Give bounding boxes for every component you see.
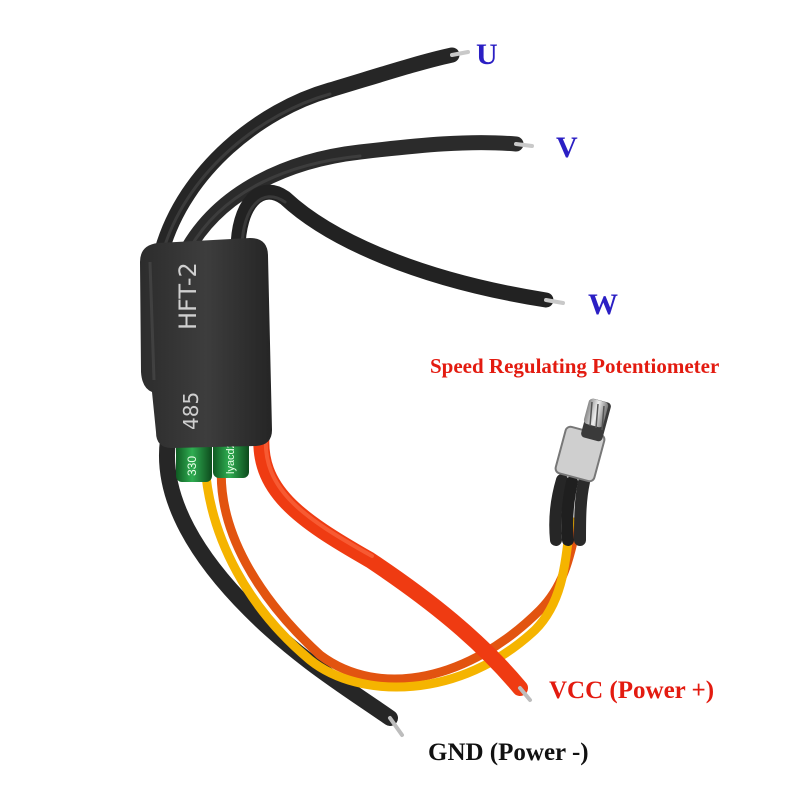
pot-lead-mid — [561, 476, 578, 546]
power-and-signal-wires — [159, 422, 583, 726]
wire-ends — [388, 686, 532, 737]
capacitor-left-text: 330 — [185, 456, 199, 476]
label-u: U — [476, 38, 498, 71]
phase-wires — [154, 47, 554, 308]
red-vcc-wire — [253, 422, 528, 696]
capacitor-right-text: lyacd2 — [225, 442, 237, 474]
yellow-signal-wire — [200, 460, 575, 692]
phase-wire-u — [154, 47, 460, 258]
black-gnd-wire — [159, 432, 398, 726]
label-v: V — [556, 131, 578, 164]
tip-v — [514, 142, 534, 148]
wire-tips — [450, 50, 565, 305]
pot-lead-black — [549, 474, 568, 546]
tip-w — [544, 298, 565, 305]
tip-u — [450, 50, 470, 57]
label-vcc: VCC (Power +) — [549, 677, 715, 704]
esc-rating: 485 — [179, 392, 203, 430]
label-potentiometer: Speed Regulating Potentiometer — [430, 354, 720, 378]
label-gnd: GND (Power -) — [428, 739, 589, 766]
gnd-wire-tip — [388, 716, 404, 737]
pot-lead-right — [574, 476, 590, 546]
esc-body: HFT-2 485 — [140, 238, 272, 448]
esc-marking: HFT-2 — [174, 262, 202, 330]
vcc-wire-tip — [518, 686, 532, 702]
potentiometer — [549, 398, 611, 546]
phase-wire-w — [230, 184, 554, 308]
label-w: W — [588, 288, 618, 321]
